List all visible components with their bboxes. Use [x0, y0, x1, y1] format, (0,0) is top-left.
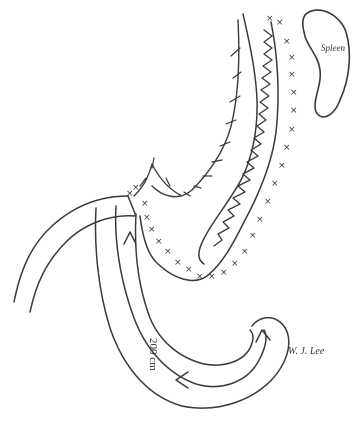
svg-text:×: ×: [290, 106, 298, 116]
svg-text:×: ×: [288, 53, 296, 63]
signature: W. J. Lee: [288, 346, 325, 357]
svg-text:×: ×: [185, 265, 193, 275]
svg-text:×: ×: [290, 88, 298, 98]
svg-text:×: ×: [208, 272, 216, 282]
svg-text:×: ×: [220, 268, 228, 278]
svg-text:×: ×: [283, 37, 291, 47]
svg-text:×: ×: [143, 213, 151, 223]
svg-text:×: ×: [276, 18, 284, 28]
svg-text:×: ×: [164, 247, 172, 257]
svg-text:×: ×: [241, 247, 249, 257]
svg-text:×: ×: [196, 272, 204, 282]
suture-ticks: [134, 48, 241, 196]
svg-text:×: ×: [231, 259, 239, 269]
spleen-label: Spleen: [321, 43, 345, 53]
svg-text:×: ×: [155, 237, 163, 247]
limb-length-label-group: 200 cm: [147, 338, 159, 371]
svg-text:×: ×: [266, 14, 274, 24]
spleen: Spleen: [303, 10, 350, 117]
svg-text:×: ×: [141, 199, 149, 209]
svg-text:×: ×: [148, 225, 156, 235]
svg-text:×: ×: [264, 197, 272, 207]
svg-text:×: ×: [256, 215, 264, 225]
svg-text:×: ×: [271, 179, 279, 189]
staple-line: [214, 30, 272, 246]
svg-text:×: ×: [174, 258, 182, 268]
svg-text:×: ×: [249, 231, 257, 241]
svg-text:×: ×: [288, 70, 296, 80]
svg-text:×: ×: [278, 161, 286, 171]
svg-text:×: ×: [283, 143, 291, 153]
oversew-stitches: ×× ×× ×× ×× ×× ×× ×× ×× ×× ×× ×× ×× ×× ×…: [126, 14, 298, 282]
limb-length-label: 200 cm: [147, 338, 159, 371]
svg-text:×: ×: [288, 125, 296, 135]
